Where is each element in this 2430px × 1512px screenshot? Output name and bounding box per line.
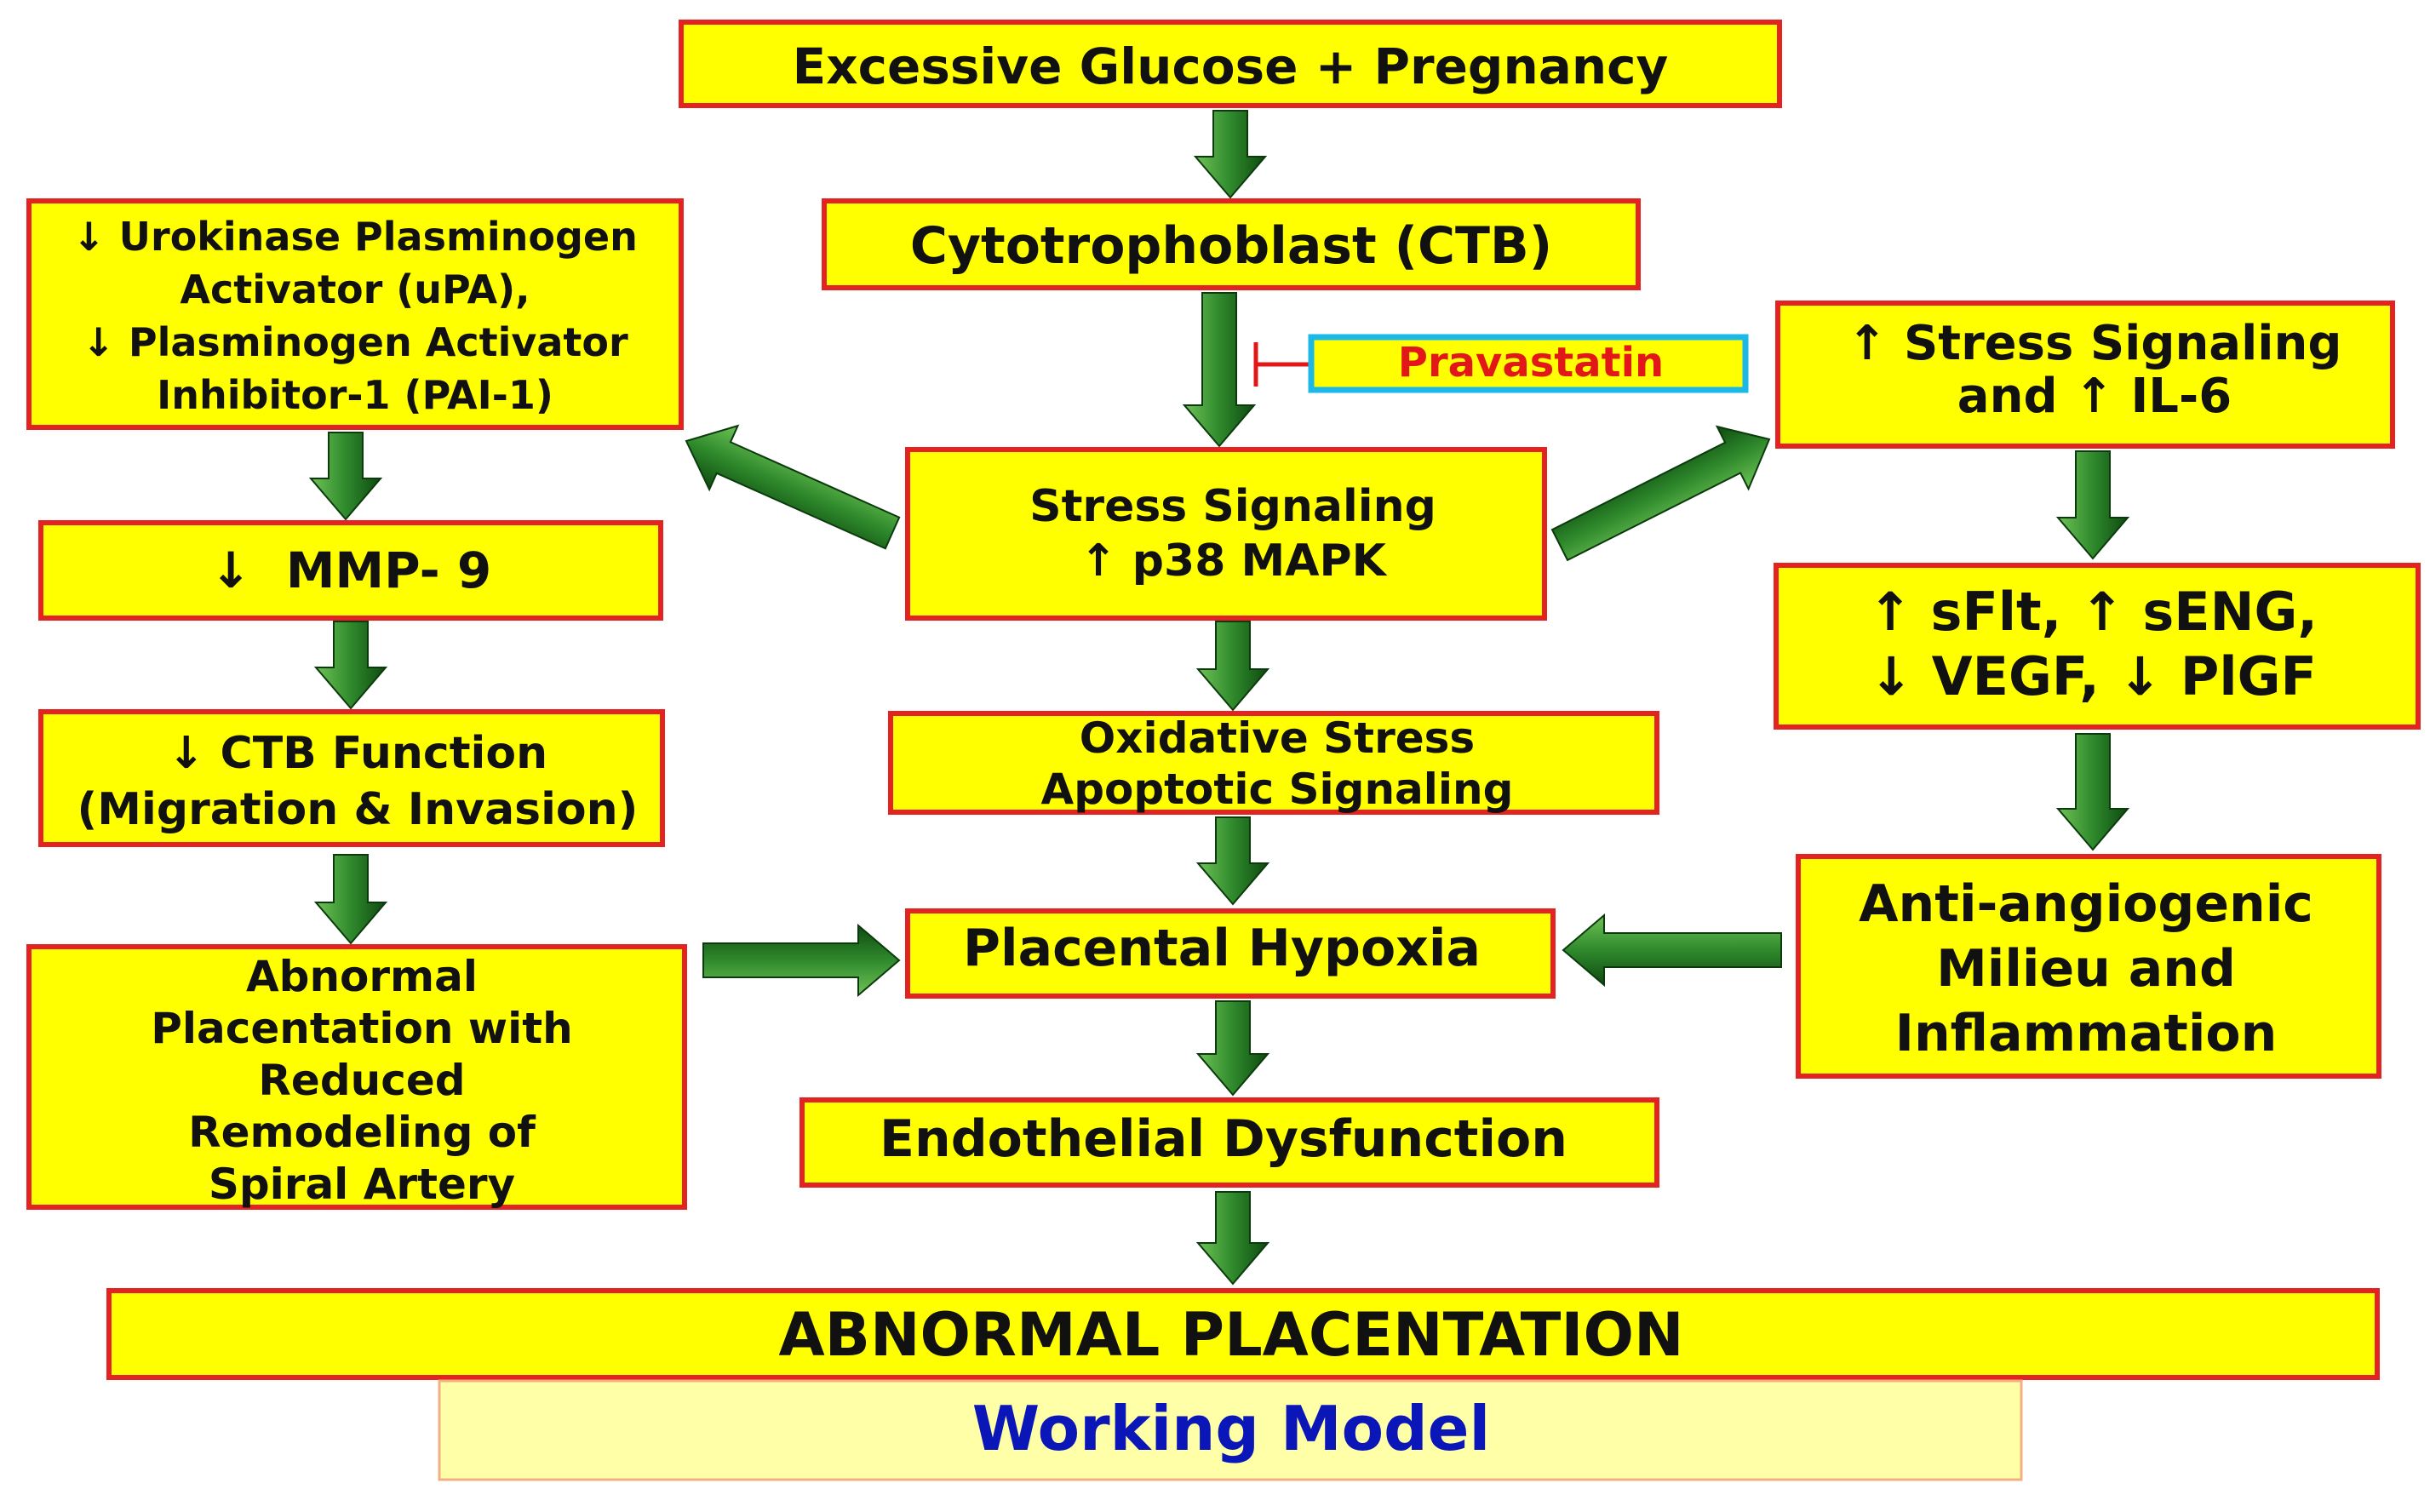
label-line: Anti-angiogenic [1859, 874, 2313, 934]
label-line: Excessive Glucose + Pregnancy [793, 37, 1669, 95]
label-line: ↑ sFlt, ↑ sENG, [1868, 581, 2318, 643]
label-line: Placentation with [151, 1004, 573, 1053]
arrow-stress-to-il6 [1550, 425, 1771, 562]
stress-signaling-box: Stress Signaling↑ p38 MAPK [905, 447, 1547, 621]
label-line: Abnormal [246, 952, 478, 1001]
abnormal-placentation-text: ABNORMAL PLACENTATION [778, 1300, 1683, 1370]
arrow-oxidative-to-hypoxia [1195, 816, 1270, 906]
pravastatin-text: Pravastatin [1398, 339, 1664, 387]
label-line: Inhibitor-1 (PAI-1) [157, 372, 553, 418]
label-line: ↑ p38 MAPK [1080, 536, 1387, 587]
arrow-abnormal-left-to-hypoxia [702, 923, 901, 998]
label-line: Apoptotic Signaling [1041, 765, 1514, 814]
arrow-stress-to-oxidative [1195, 621, 1270, 712]
label-line: Activator (uPA), [180, 266, 530, 312]
label-line: Working Model [972, 1393, 1490, 1464]
mmp9-text: ↓ MMP- 9 [210, 541, 492, 599]
endothelial-dysfunction-box: Endothelial Dysfunction [799, 1097, 1659, 1188]
arrow-glucose-to-ctb [1193, 110, 1268, 199]
label-line: ↓ VEGF, ↓ PlGF [1869, 645, 2317, 707]
arrow-mmp9-to-ctb-function [313, 621, 388, 710]
label-line: Reduced [258, 1056, 465, 1105]
label-line: (Migration & Invasion) [77, 784, 639, 835]
label-line: Stress Signaling [1029, 481, 1436, 532]
label-line: ABNORMAL PLACENTATION [778, 1300, 1683, 1370]
ctb-function-box: ↓ CTB Function(Migration & Invasion) [38, 709, 665, 847]
abnormal-placentation-box: ABNORMAL PLACENTATION [106, 1288, 2380, 1380]
label-line: Remodeling of [188, 1108, 536, 1157]
glucose-pregnancy-box: Excessive Glucose + Pregnancy [679, 20, 1782, 108]
ctb-function-text: ↓ CTB Function(Migration & Invasion) [77, 728, 639, 835]
arrow-stress-to-upa [685, 424, 901, 550]
arrow-hypoxia-to-endothelial [1195, 1000, 1270, 1097]
label-line: ↓ Urokinase Plasminogen [72, 214, 638, 260]
arrow-ctb-function-to-abnormal [313, 854, 388, 945]
arrow-sflt-to-anti-angio [2055, 733, 2130, 851]
label-line: and ↑ IL-6 [1957, 369, 2232, 424]
sflt-seng-box: ↑ sFlt, ↑ sENG,↓ VEGF, ↓ PlGF [1774, 563, 2421, 730]
pravastatin-box: Pravastatin [1308, 334, 1749, 393]
inhibition-marker [1253, 342, 1311, 387]
arrow-anti-angio-to-hypoxia [1562, 913, 1782, 988]
working-model-text: Working Model [972, 1393, 1490, 1464]
sflt-seng-text: ↑ sFlt, ↑ sENG,↓ VEGF, ↓ PlGF [1868, 581, 2318, 707]
arrow-ctb-to-stress [1182, 292, 1257, 448]
label-line: Spiral Artery [209, 1160, 515, 1209]
glucose-pregnancy-text: Excessive Glucose + Pregnancy [793, 37, 1669, 95]
placental-hypoxia-text: Placental Hypoxia [963, 919, 1481, 978]
label-line: ↓ Plasminogen Activator [82, 319, 628, 365]
stress-signaling-text: Stress Signaling↑ p38 MAPK [1029, 481, 1436, 587]
endothelial-dysfunction-text: Endothelial Dysfunction [880, 1109, 1567, 1169]
label-line: Endothelial Dysfunction [880, 1109, 1567, 1169]
working-model-banner: Working Model [438, 1379, 2023, 1481]
label-line: ↑ Stress Signaling [1848, 316, 2342, 371]
mmp9-box: ↓ MMP- 9 [38, 520, 663, 621]
label-line: Oxidative Stress [1080, 713, 1475, 763]
label-line: ↓ MMP- 9 [210, 541, 492, 599]
cytotrophoblast-box: Cytotrophoblast (CTB) [822, 198, 1641, 290]
flow-arrows [308, 110, 2130, 1286]
label-line: Pravastatin [1398, 339, 1664, 387]
label-line: Milieu and [1936, 939, 2236, 999]
arrow-endothelial-to-abnormal [1195, 1191, 1270, 1286]
label-line: ↓ CTB Function [168, 728, 547, 779]
cytotrophoblast-text: Cytotrophoblast (CTB) [910, 216, 1552, 276]
label-line: Placental Hypoxia [963, 919, 1481, 978]
arrow-il6-to-sflt [2055, 450, 2130, 560]
label-line: Inflammation [1895, 1004, 2278, 1063]
label-line: Cytotrophoblast (CTB) [910, 216, 1552, 276]
placental-hypoxia-box: Placental Hypoxia [905, 908, 1556, 999]
arrow-upa-to-mmp9 [308, 432, 383, 521]
